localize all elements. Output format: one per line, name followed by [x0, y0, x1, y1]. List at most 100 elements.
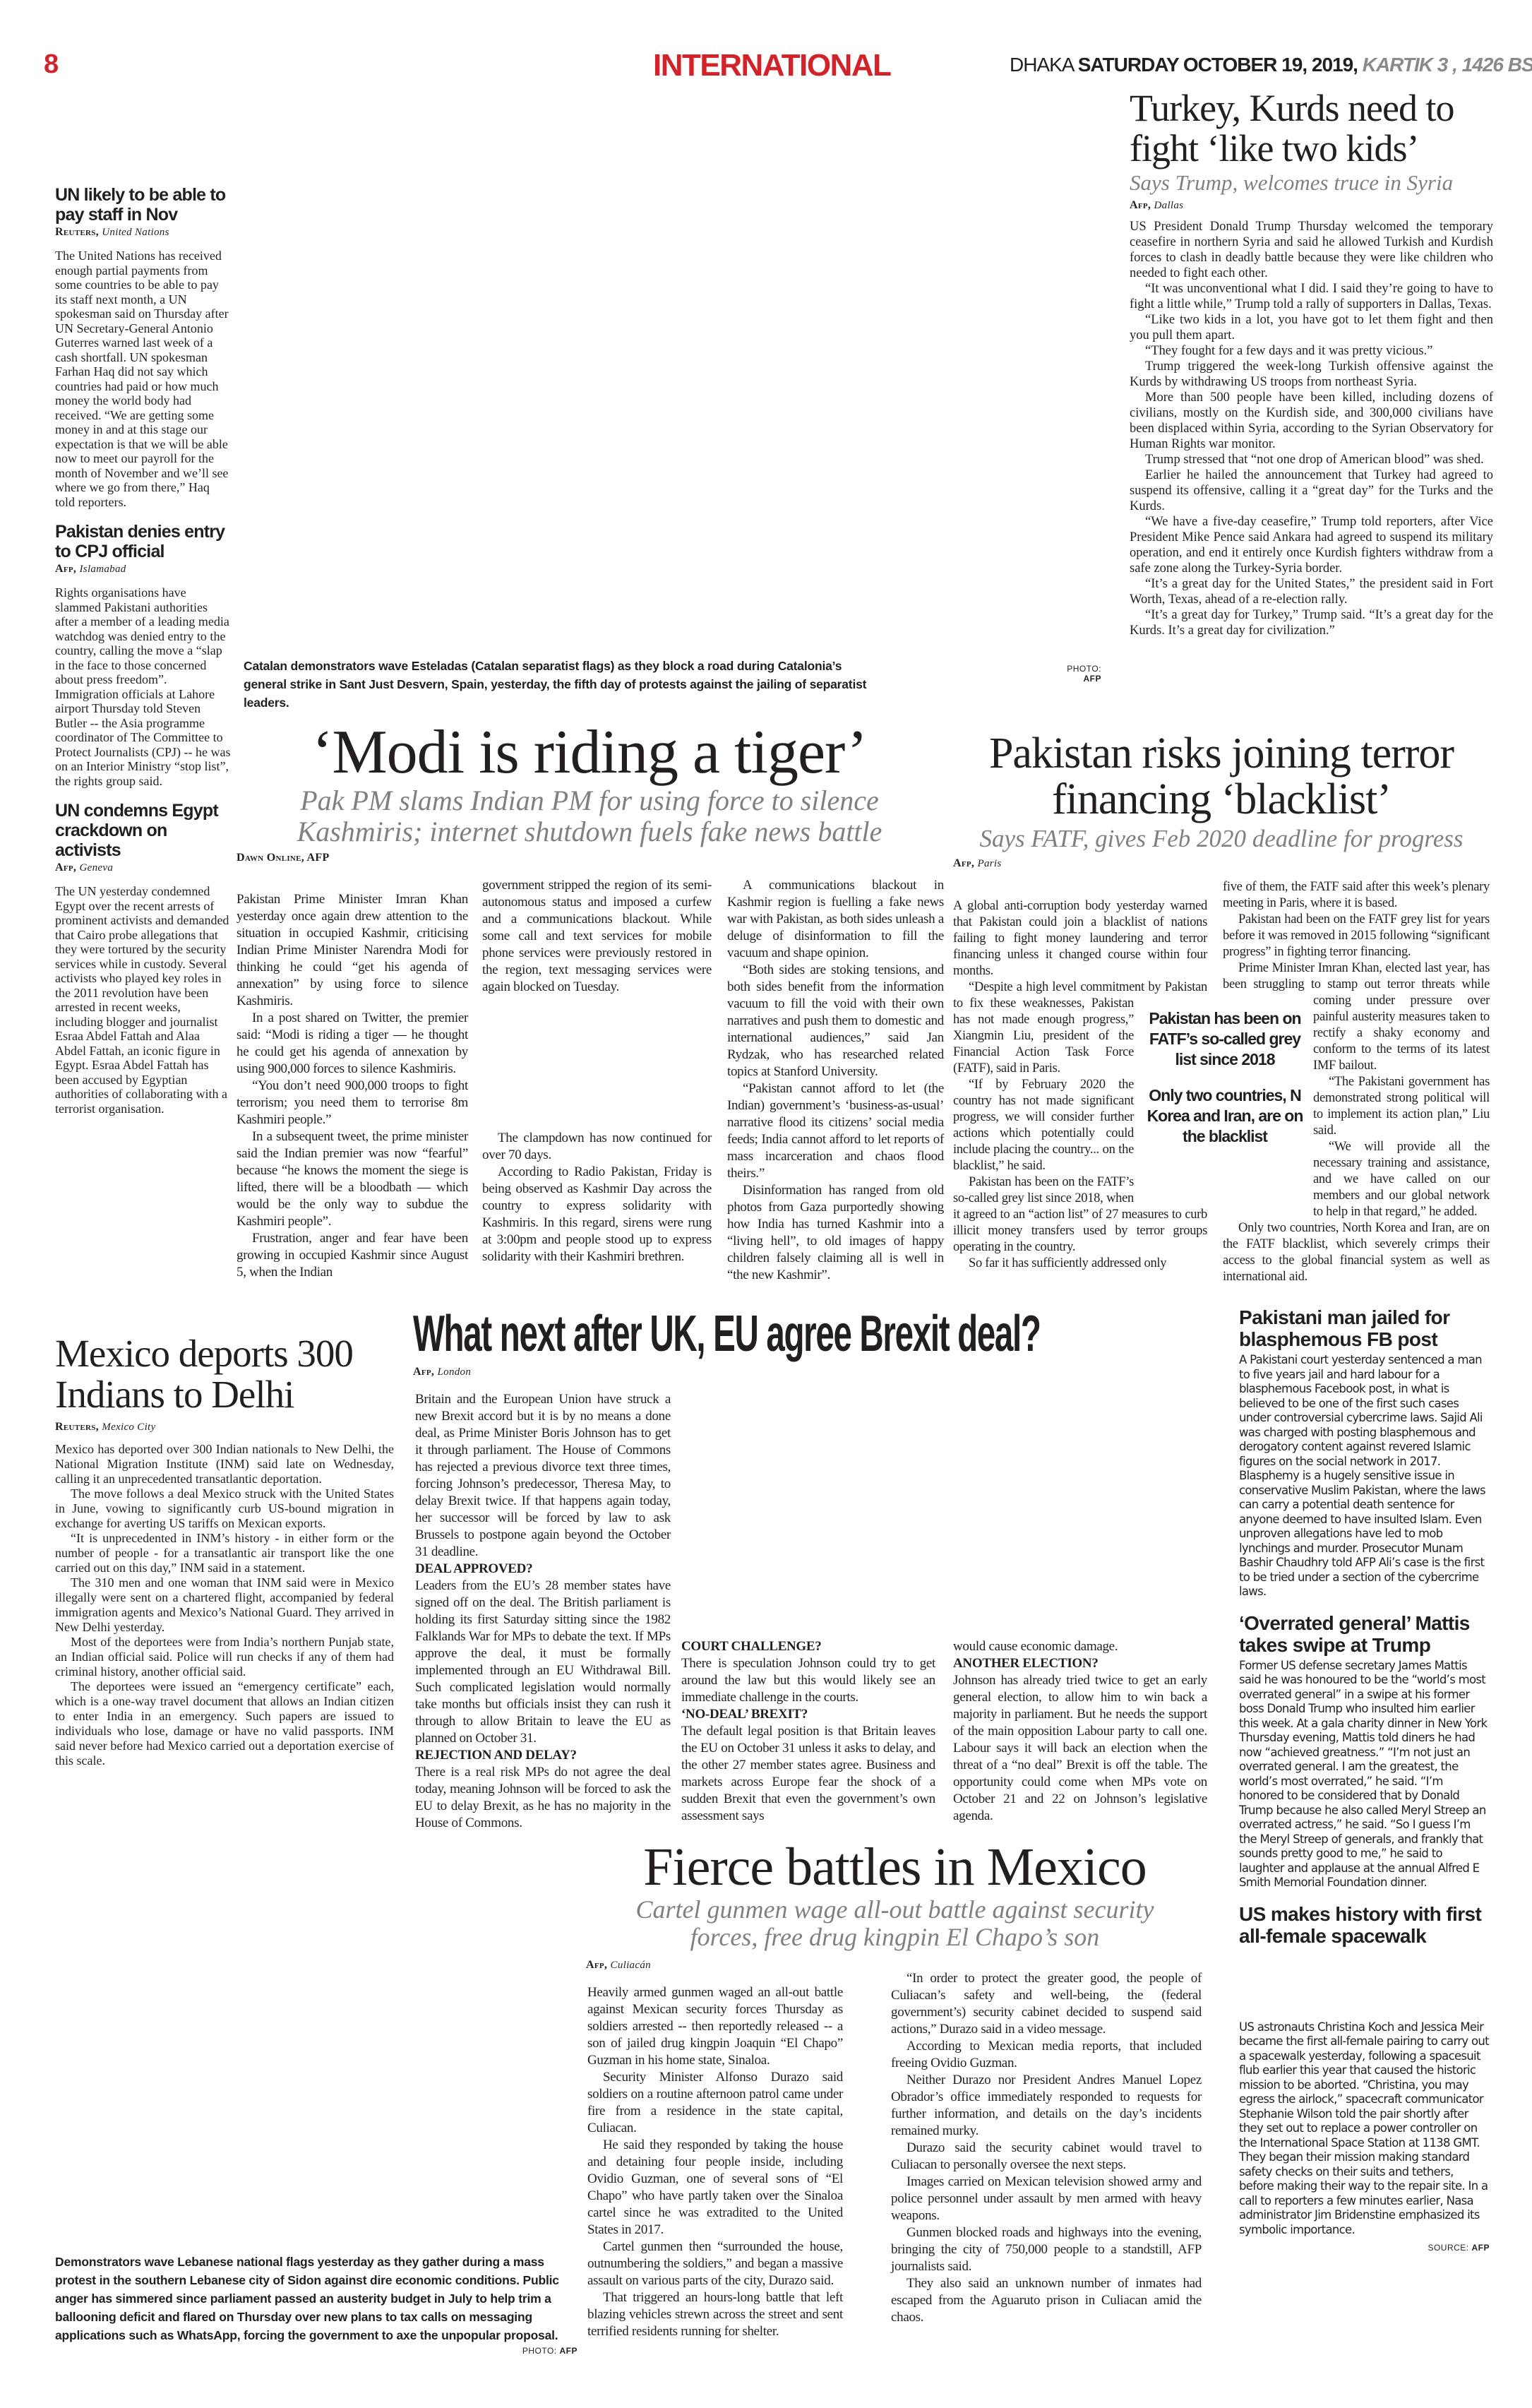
- brexit-column-3: would cause economic damage. ANOTHER ELE…: [953, 1638, 1207, 1825]
- paragraph: Trump triggered the week-long Turkish of…: [1130, 359, 1493, 390]
- paragraph: Frustration, anger and fear have been gr…: [237, 1231, 468, 1280]
- subheadline: Says FATF, gives Feb 2020 deadline for p…: [979, 825, 1464, 853]
- paragraph: “It was unconventional what I did. I sai…: [1130, 282, 1493, 312]
- brief-egypt: UN condemns Egypt crackdown on activists…: [55, 801, 232, 1116]
- dateline-date: SATURDAY OCTOBER 19, 2019,: [1077, 54, 1358, 76]
- headline: Mexico deports 300 Indians to Delhi: [55, 1332, 354, 1416]
- paragraph: “We will provide all the necessary train…: [1313, 1140, 1490, 1219]
- paragraph: The move follows a deal Mexico struck wi…: [55, 1486, 394, 1530]
- headline: Pakistan risks joining terror financing …: [988, 729, 1454, 824]
- article-modi: ‘Modi is riding a tiger’ Pak PM slams In…: [237, 720, 942, 864]
- paragraph: five of them, the FATF said after this w…: [1223, 880, 1490, 910]
- byline: Afp, Culiacán: [586, 1958, 651, 1971]
- brief-mattis: ‘Overrated general’ Mattis takes swipe a…: [1239, 1612, 1490, 1890]
- paragraph: Earlier he hailed the announcement that …: [1130, 468, 1493, 514]
- paragraph: The deportees were issued an “emergency …: [55, 1679, 394, 1768]
- byline: Afp, Dallas: [1130, 199, 1184, 212]
- byline: Afp, London: [413, 1366, 472, 1378]
- modi-column-2: government stripped the region of its se…: [482, 877, 712, 1265]
- paragraph: “Both sides are stoking tensions, and bo…: [727, 962, 944, 1079]
- photo-placeholder: [482, 996, 712, 1130]
- paragraph: A global anti-corruption body yesterday …: [953, 899, 1207, 978]
- paragraph: Neither Durazo nor President Andres Manu…: [891, 2073, 1202, 2138]
- section-heading: DEAL APPROVED?: [415, 1561, 533, 1576]
- paragraph: So far it has sufficiently addressed onl…: [969, 1256, 1167, 1270]
- byline: Dawn Online, AFP: [237, 852, 330, 864]
- dateline-city: DHAKA: [1010, 54, 1074, 76]
- paragraph: Gunmen blocked roads and highways into t…: [891, 2225, 1202, 2274]
- paragraph: US President Donald Trump Thursday welco…: [1130, 220, 1493, 281]
- paragraph: Leaders from the EU’s 28 member states h…: [415, 1578, 671, 1746]
- paragraph: “Like two kids in a lot, you have got to…: [1130, 313, 1493, 343]
- article-mexico-deport: Mexico deports 300 Indians to Delhi Reut…: [55, 1333, 394, 1768]
- paragraph: He said they responded by taking the hou…: [587, 2138, 843, 2237]
- paragraph: “It is unprecedented in INM’s history - …: [55, 1530, 394, 1575]
- paragraph: “It’s a great day for the United States,…: [1130, 577, 1493, 607]
- modi-column-3: A communications blackout in Kashmir reg…: [727, 877, 944, 1284]
- lebanon-photo-caption: Demonstrators wave Lebanese national fla…: [55, 2255, 559, 2342]
- paragraph: In a subsequent tweet, the prime ministe…: [237, 1129, 468, 1229]
- paragraph: “They fought for a few days and it was p…: [1145, 344, 1433, 359]
- byline: Reuters, United Nations: [55, 226, 169, 238]
- brief-un-staff: UN likely to be able to pay staff in Nov…: [55, 185, 232, 509]
- paragraph: Pakistan had been on the FATF grey list …: [1223, 912, 1490, 959]
- paragraph: “It’s a great day for Turkey,” Trump sai…: [1130, 608, 1493, 638]
- paragraph: Disinformation has ranged from old photo…: [727, 1183, 944, 1282]
- source-credit: SOURCE: AFP: [1428, 2243, 1490, 2253]
- brief-headline: Pakistan denies entry to CPJ official: [55, 522, 225, 561]
- paragraph: According to Mexican media reports, that…: [891, 2039, 1202, 2070]
- byline: Afp, Paris: [953, 857, 1002, 869]
- paragraph: Pakistan Prime Minister Imran Khan yeste…: [237, 892, 468, 1008]
- brief-text: The United Nations has received enough p…: [55, 249, 229, 509]
- brief-headline: Pakistani man jailed for blasphemous FB …: [1239, 1306, 1450, 1350]
- fierce-column-1: Heavily armed gunmen waged an all-out ba…: [587, 1984, 843, 2340]
- paragraph: That triggered an hours-long battle that…: [587, 2290, 843, 2339]
- headline: Fierce battles in Mexico: [643, 1837, 1147, 1897]
- photo-placeholder: [1239, 1947, 1490, 2017]
- subheadline: Pak PM slams Indian PM for using force t…: [297, 785, 882, 848]
- paragraph: Only two countries, North Korea and Iran…: [1223, 1221, 1490, 1284]
- pull-quote: Only two countries, N Korea and Iran, ar…: [1147, 1086, 1304, 1145]
- paragraph: The clampdown has now continued for over…: [482, 1131, 712, 1162]
- paragraph: Trump stressed that “not one drop of Ame…: [1145, 453, 1484, 467]
- paragraph: There is a real risk MPs do not agree th…: [415, 1765, 671, 1830]
- article-turkey: Turkey, Kurds need to fight ‘like two ki…: [1130, 88, 1493, 638]
- paragraph: There is speculation Johnson could try t…: [681, 1656, 935, 1705]
- modi-column-1: Pakistan Prime Minister Imran Khan yeste…: [237, 891, 468, 1281]
- byline: Afp, Islamabad: [55, 563, 126, 575]
- paragraph: In a post shared on Twitter, the premier…: [237, 1011, 468, 1076]
- paragraph: More than 500 people have been killed, i…: [1130, 391, 1493, 452]
- paragraph: government stripped the region of its se…: [482, 878, 712, 994]
- column-bottom: The clampdown has now continued for over…: [482, 1130, 712, 1265]
- paragraph: The default legal position is that Brita…: [681, 1724, 935, 1823]
- section-heading: ANOTHER ELECTION?: [953, 1656, 1099, 1671]
- article-body: Mexico has deported over 300 Indian nati…: [55, 1442, 394, 1768]
- brief-text: US astronauts Christina Koch and Jessica…: [1239, 2020, 1490, 2236]
- photo-credit: PHOTO: AFP: [522, 2346, 578, 2356]
- article-body: US President Donald Trump Thursday welco…: [1130, 219, 1493, 638]
- brief-text: Rights organisations have slammed Pakist…: [55, 585, 231, 788]
- paragraph: Mexico has deported over 300 Indian nati…: [55, 1441, 394, 1486]
- lebanon-caption-block: Demonstrators wave Lebanese national fla…: [55, 2253, 578, 2356]
- brief-headline: UN condemns Egypt crackdown on activists: [55, 801, 219, 860]
- brief-headline: ‘Overrated general’ Mattis takes swipe a…: [1239, 1611, 1470, 1656]
- fatf-column-1: A global anti-corruption body yesterday …: [953, 898, 1207, 1272]
- subheadline: Cartel gunmen wage all-out battle agains…: [635, 1895, 1154, 1952]
- paragraph: A communications blackout in Kashmir reg…: [727, 878, 944, 960]
- pull-quote: Pakistan has been on FATF’s so-called gr…: [1149, 1009, 1301, 1068]
- paragraph: Most of the deportees were from India’s …: [55, 1634, 394, 1679]
- brief-spacewalk: US makes history with first all-female s…: [1239, 1903, 1490, 2253]
- paragraph: According to Radio Pakistan, Friday is b…: [482, 1164, 712, 1264]
- byline: Reuters, Mexico City: [55, 1420, 156, 1433]
- paragraph: Johnson has already tried twice to get a…: [953, 1673, 1207, 1823]
- paragraph: They also said an unknown number of inma…: [891, 2276, 1202, 2325]
- left-briefs: UN likely to be able to pay staff in Nov…: [55, 185, 232, 1116]
- paragraph: The 310 men and one woman that INM said …: [55, 1575, 394, 1634]
- paragraph: “In order to protect the greater good, t…: [891, 1971, 1202, 2037]
- section-title: INTERNATIONAL: [653, 48, 892, 83]
- photo-credit: PHOTO:AFP: [1067, 664, 1101, 684]
- paragraph: “You don’t need 900,000 troops to fight …: [237, 1078, 468, 1127]
- paragraph: would cause economic damage.: [953, 1639, 1118, 1654]
- fatf-pull-quotes: Pakistan has been on FATF’s so-called gr…: [1139, 1008, 1310, 1147]
- article-fierce-battles: Fierce battles in Mexico Cartel gunmen w…: [586, 1837, 1204, 1972]
